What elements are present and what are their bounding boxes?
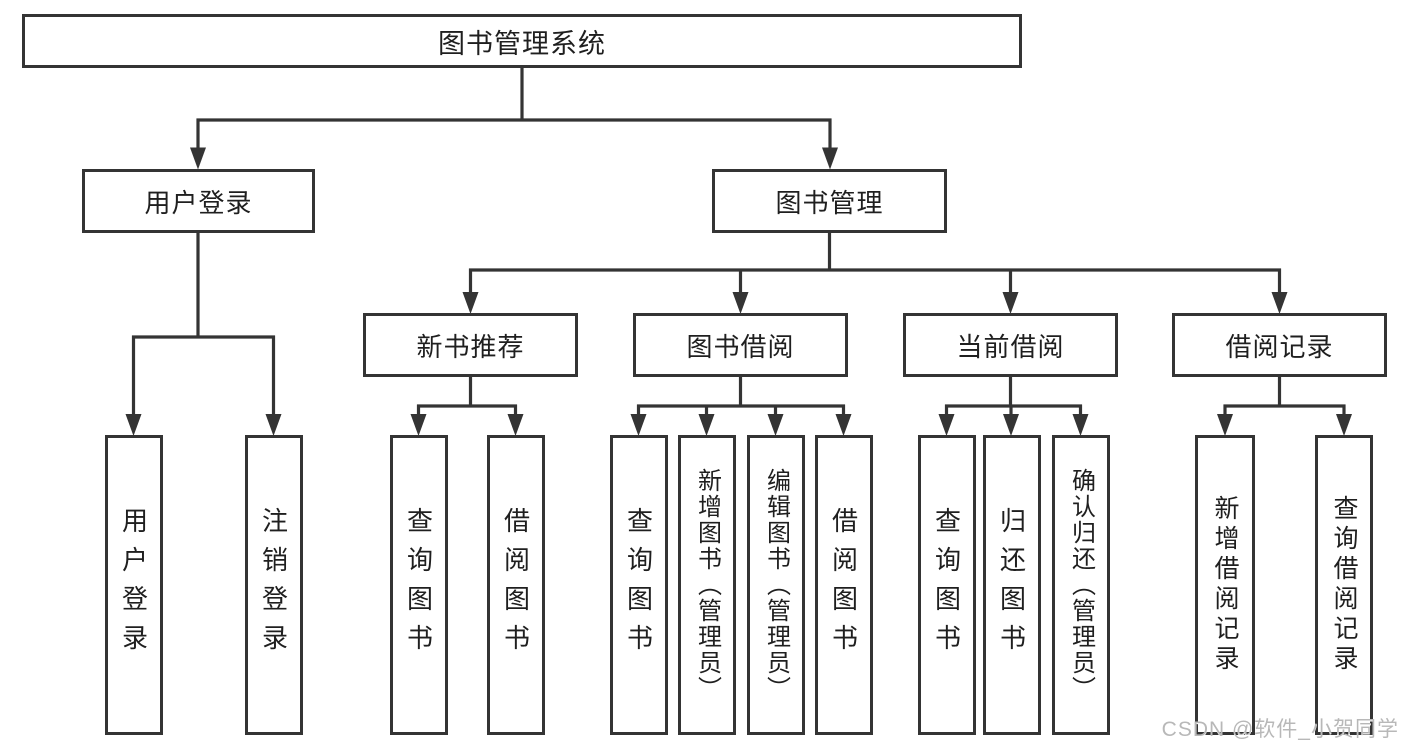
leaf-label: 查询图书 xyxy=(403,507,434,663)
leaf-label: 新增图书（管理员） xyxy=(693,468,721,702)
leaf-label: 查询图书 xyxy=(931,507,962,663)
leaf-label: 归还图书 xyxy=(996,507,1027,663)
leaf-label: 查询借阅记录 xyxy=(1330,495,1358,675)
leaf-add-book-admin: 新增图书（管理员） xyxy=(678,435,736,735)
node-label: 图书借阅 xyxy=(686,331,795,362)
node-label: 借阅记录 xyxy=(1225,331,1334,362)
node-label: 当前借阅 xyxy=(956,331,1065,362)
node-library-management-system: 图书管理系统 xyxy=(22,14,1022,68)
leaf-label: 借阅图书 xyxy=(500,507,531,663)
node-label: 新书推荐 xyxy=(416,331,525,362)
leaf-return-book: 归还图书 xyxy=(983,435,1041,735)
node-current-borrow: 当前借阅 xyxy=(903,313,1118,377)
leaf-add-borrow-record: 新增借阅记录 xyxy=(1195,435,1255,735)
leaf-label: 编辑图书（管理员） xyxy=(762,468,790,702)
leaf-query-borrow-record: 查询借阅记录 xyxy=(1315,435,1373,735)
leaf-query-books-borrow: 查询图书 xyxy=(610,435,668,735)
leaf-edit-book-admin: 编辑图书（管理员） xyxy=(747,435,805,735)
csdn-watermark: CSDN @软件_小贺同学 xyxy=(1161,718,1399,741)
leaf-label: 注销登录 xyxy=(258,507,289,663)
leaf-label: 查询图书 xyxy=(623,507,654,663)
leaf-label: 借阅图书 xyxy=(828,507,859,663)
node-label: 图书管理系统 xyxy=(438,28,606,59)
leaf-user-login: 用户登录 xyxy=(105,435,163,735)
node-new-book-recommend: 新书推荐 xyxy=(363,313,578,377)
node-label: 用户登录 xyxy=(144,187,253,218)
leaf-label: 新增借阅记录 xyxy=(1211,495,1239,675)
node-user-login: 用户登录 xyxy=(82,169,315,233)
node-book-borrow: 图书借阅 xyxy=(633,313,848,377)
leaf-borrow-books: 借阅图书 xyxy=(815,435,873,735)
leaf-logout: 注销登录 xyxy=(245,435,303,735)
leaf-label: 确认归还（管理员） xyxy=(1067,468,1095,702)
node-borrow-records: 借阅记录 xyxy=(1172,313,1387,377)
leaf-confirm-return-admin: 确认归还（管理员） xyxy=(1052,435,1110,735)
node-book-management: 图书管理 xyxy=(712,169,947,233)
node-label: 图书管理 xyxy=(775,187,884,218)
leaf-label: 用户登录 xyxy=(118,507,149,663)
leaf-query-books-current: 查询图书 xyxy=(918,435,976,735)
leaf-query-books-recommend: 查询图书 xyxy=(390,435,448,735)
leaf-borrow-books-recommend: 借阅图书 xyxy=(487,435,545,735)
